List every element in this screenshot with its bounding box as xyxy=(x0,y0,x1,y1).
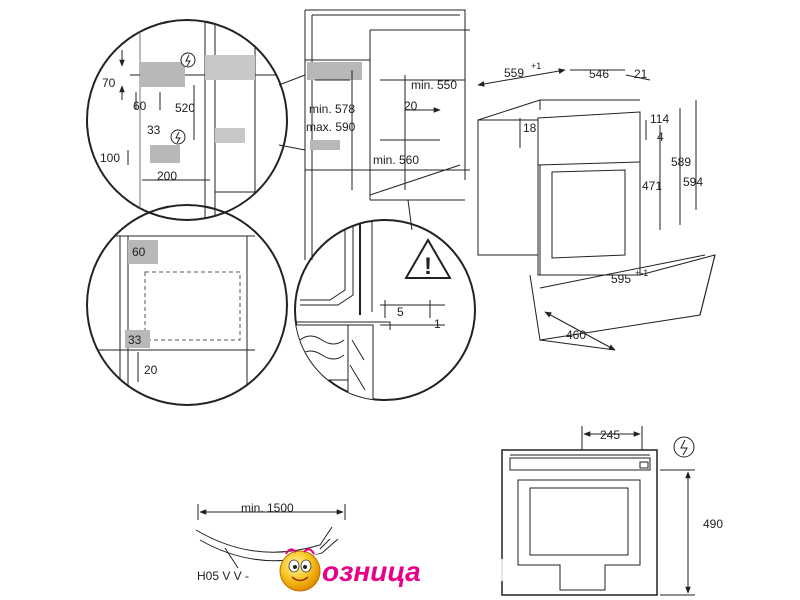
logo-mascot-icon xyxy=(279,548,321,592)
dim-label: 33 xyxy=(147,123,161,137)
power-symbol-icon xyxy=(170,129,186,145)
socket-zone-upper xyxy=(140,62,185,87)
detail-circle-top-outline xyxy=(86,19,288,221)
power-cable: min. 1500 H05 V V - xyxy=(195,501,346,583)
power-symbol-icon xyxy=(673,436,695,458)
detail-circle-left: 60 33 20 xyxy=(86,204,288,406)
dim-label: 520 xyxy=(175,101,195,115)
niche-cabinet: min. 550 20 min. 578 max. 590 min. 560 xyxy=(304,9,470,260)
cable-type-label: H05 V V - xyxy=(197,569,249,583)
dim-label: 33 xyxy=(128,333,142,347)
detail-circle-gap: ! 5 1 xyxy=(294,219,476,401)
dim-label: min. 578 xyxy=(309,102,355,116)
dim-label: 490 xyxy=(703,517,723,531)
dim-label: 595 xyxy=(611,272,631,286)
dim-label: 559 xyxy=(504,66,524,80)
dim-label: 589 xyxy=(671,155,691,169)
detail-circle-gap-outline xyxy=(294,219,476,401)
dim-label: 245 xyxy=(600,428,620,442)
dim-label: 114 xyxy=(650,112,669,126)
logo-text: озница xyxy=(322,556,421,587)
dim-label: min. 550 xyxy=(411,78,457,92)
dim-label: +1 xyxy=(531,61,541,71)
dim-label: 471 xyxy=(642,179,662,193)
dim-label: 60 xyxy=(132,245,146,259)
detail-circle-top: 70 60 520 33 100 200 xyxy=(86,19,288,221)
oven-unit: 559 +1 546 21 18 114 4 589 594 471 595 +… xyxy=(477,61,716,351)
dim-label: 100 xyxy=(100,151,120,165)
dim-label: 594 xyxy=(683,175,703,189)
svg-text:!: ! xyxy=(424,253,432,280)
dim-label: 20 xyxy=(144,363,158,377)
dim-label: 20 xyxy=(404,99,418,113)
store-logo: озница xyxy=(279,548,518,592)
dim-label: 18 xyxy=(523,121,537,135)
dim-label: 5 xyxy=(397,305,404,319)
socket-zone-side xyxy=(128,240,158,264)
dim-label: 1 xyxy=(434,317,441,331)
dim-label: 21 xyxy=(634,67,648,81)
power-symbol-icon xyxy=(180,52,196,68)
socket-zone-lower xyxy=(150,145,180,163)
oven-front-view: 245 490 xyxy=(501,426,723,596)
dim-label: 460 xyxy=(566,328,586,342)
dim-label: 60 xyxy=(133,99,147,113)
warning-triangle-icon: ! xyxy=(404,238,452,280)
detail-circle-left-outline xyxy=(86,204,288,406)
dim-label: max. 590 xyxy=(306,120,356,134)
dim-label: 70 xyxy=(102,76,116,90)
dim-label: min. 560 xyxy=(373,153,419,167)
dim-label: +-1 xyxy=(635,268,648,278)
dim-label: 546 xyxy=(589,67,609,81)
dim-label: 200 xyxy=(157,169,177,183)
dim-label: 4 xyxy=(657,130,664,144)
dim-label: min. 1500 xyxy=(241,501,294,515)
